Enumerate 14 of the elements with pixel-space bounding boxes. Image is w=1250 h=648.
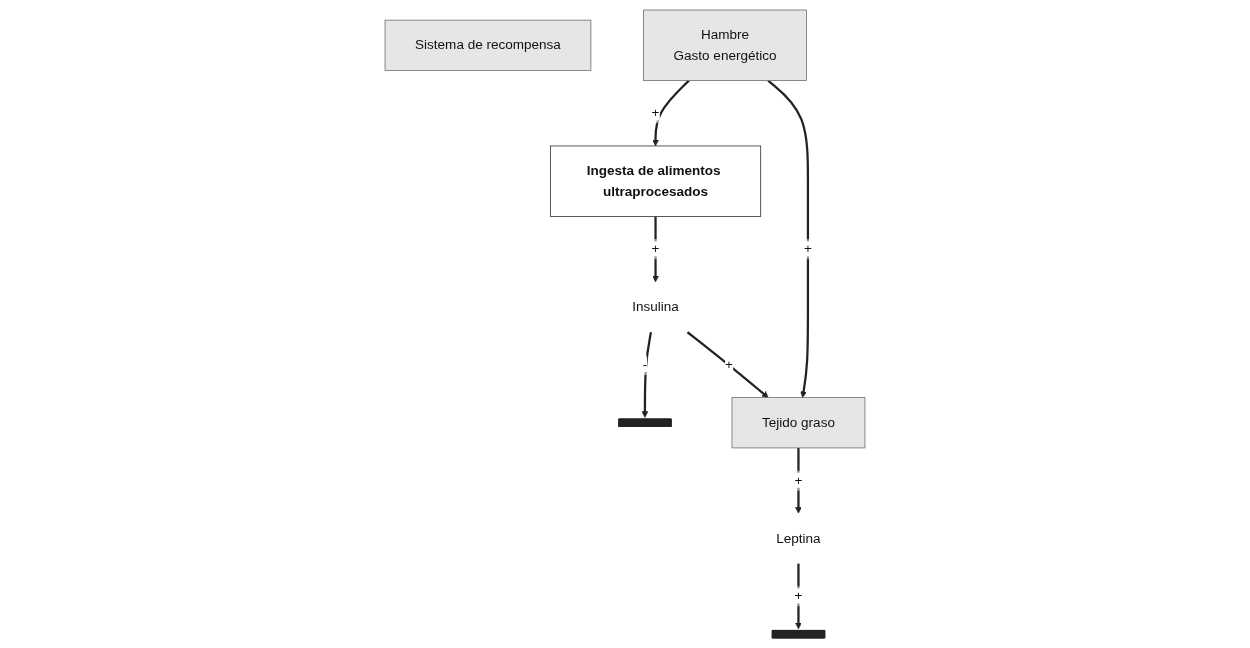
node-box: Tejido graso [731,397,866,449]
node-text: Leptina [776,530,821,546]
node-text: Insulina [632,299,679,315]
arrow [686,331,769,398]
edge-label: - [642,357,648,373]
edge-label: + [794,472,803,488]
edge-label: + [725,357,733,373]
edge-label: + [651,241,660,257]
edge-label: + [804,241,812,257]
node-box: Ingesta de alimentos ultraprocesados [550,145,762,217]
edge-label: + [651,105,660,121]
node-box: Sistema de recompensa [384,19,592,71]
node-box: Hambre Gasto energético [643,9,807,81]
edge-label: + [794,588,803,604]
